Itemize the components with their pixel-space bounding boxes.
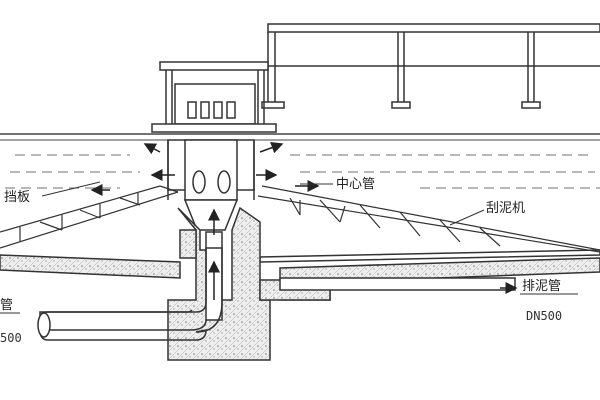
sludge-pipe-label: 排泥管 bbox=[522, 279, 561, 294]
scraper-label: 刮泥机 bbox=[486, 201, 525, 216]
sludge-discharge-pipe bbox=[279, 277, 516, 291]
inlet-pipe bbox=[37, 247, 223, 341]
baffle-label: 挡板 bbox=[4, 190, 30, 205]
inlet-pipe-size-label: 500 bbox=[0, 331, 22, 345]
center-well bbox=[167, 139, 255, 231]
bridge-structure bbox=[261, 23, 600, 109]
scraper-truss-right bbox=[257, 185, 600, 253]
flow-arrows bbox=[90, 141, 518, 300]
sludge-pipe-size-label: DN500 bbox=[526, 309, 562, 323]
leader-lines bbox=[0, 181, 578, 314]
water-surface bbox=[0, 133, 600, 189]
scraper-truss-left bbox=[0, 185, 179, 249]
drive-unit bbox=[151, 61, 277, 133]
center-pipe-label: 中心管 bbox=[336, 177, 375, 192]
inlet-pipe-label: 管 bbox=[0, 298, 13, 313]
